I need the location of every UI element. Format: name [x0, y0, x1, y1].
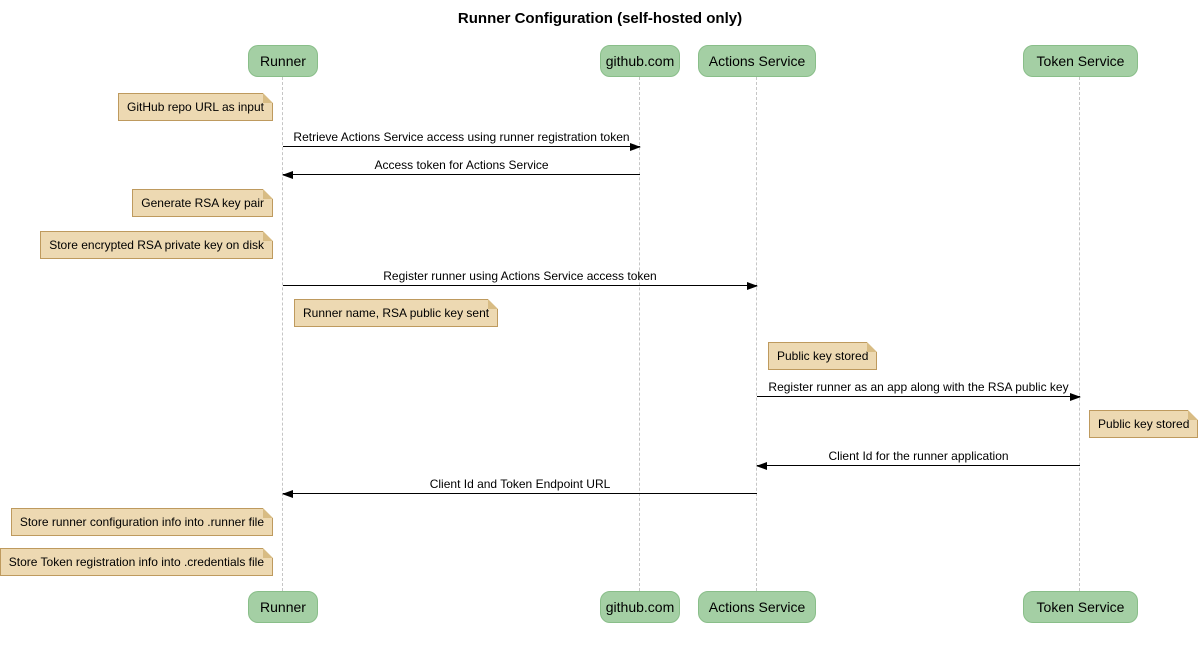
participant-token-service-bottom: Token Service	[1023, 591, 1138, 623]
participant-actions-service-bottom: Actions Service	[698, 591, 816, 623]
participant-label: Token Service	[1036, 599, 1125, 615]
participant-label: Runner	[260, 599, 306, 615]
note-store-runner-configuration: Store runner configuration info into .ru…	[10, 508, 274, 536]
participant-token-service-top: Token Service	[1023, 45, 1138, 77]
note-store-encrypted-rsa-private-key: Store encrypted RSA private key on disk	[40, 231, 273, 259]
participant-label: Actions Service	[708, 599, 806, 615]
participant-actions-service-top: Actions Service	[698, 45, 816, 77]
note-public-key-stored-token-service: Public key stored	[1089, 410, 1199, 438]
participant-label: Runner	[260, 53, 306, 69]
participant-runner-bottom: Runner	[248, 591, 318, 623]
message-label: Client Id and Token Endpoint URL	[429, 477, 611, 491]
note-runner-name-rsa-public-key-sent: Runner name, RSA public key sent	[294, 299, 499, 327]
note-github-repo-url-as-input: GitHub repo URL as input	[118, 93, 273, 121]
participant-label: github.com	[605, 53, 675, 69]
participant-label: github.com	[605, 599, 675, 615]
lifeline-github	[639, 77, 640, 591]
message-label: Register runner using Actions Service ac…	[383, 269, 657, 283]
arrowhead-left-icon	[756, 462, 767, 470]
message-retrieve-actions-service-access: Retrieve Actions Service access using ru…	[283, 129, 641, 151]
note-public-key-stored-actions-service: Public key stored	[768, 342, 878, 370]
participant-runner-top: Runner	[248, 45, 318, 77]
arrowhead-right-icon	[747, 282, 758, 290]
message-line	[757, 465, 1080, 466]
message-access-token-for-actions-service: Access token for Actions Service	[282, 157, 640, 179]
participant-github-bottom: github.com	[600, 591, 680, 623]
message-line	[283, 174, 640, 175]
note-generate-rsa-key-pair: Generate RSA key pair	[132, 189, 273, 217]
arrowhead-left-icon	[282, 490, 293, 498]
message-line	[283, 493, 757, 494]
lifeline-actions-service	[756, 77, 757, 591]
message-line	[757, 396, 1080, 397]
message-line	[283, 146, 640, 147]
message-register-runner-using-access-token: Register runner using Actions Service ac…	[283, 268, 758, 290]
diagram-title: Runner Configuration (self-hosted only)	[457, 10, 743, 27]
message-client-id-and-token-endpoint-url: Client Id and Token Endpoint URL	[282, 476, 757, 498]
arrowhead-right-icon	[630, 143, 641, 151]
participant-github-top: github.com	[600, 45, 680, 77]
message-label: Register runner as an app along with the…	[768, 380, 1069, 394]
participant-label: Token Service	[1036, 53, 1125, 69]
message-client-id-for-runner-application: Client Id for the runner application	[756, 448, 1080, 470]
lifeline-runner	[282, 77, 283, 591]
message-label: Client Id for the runner application	[828, 449, 1009, 463]
arrowhead-right-icon	[1070, 393, 1081, 401]
message-label: Retrieve Actions Service access using ru…	[293, 130, 630, 144]
arrowhead-left-icon	[282, 171, 293, 179]
message-label: Access token for Actions Service	[374, 158, 549, 172]
note-store-token-registration: Store Token registration info into .cred…	[0, 548, 274, 576]
participant-label: Actions Service	[708, 53, 806, 69]
message-line	[283, 285, 757, 286]
lifeline-token-service	[1079, 77, 1080, 591]
message-register-runner-as-app: Register runner as an app along with the…	[757, 379, 1081, 401]
